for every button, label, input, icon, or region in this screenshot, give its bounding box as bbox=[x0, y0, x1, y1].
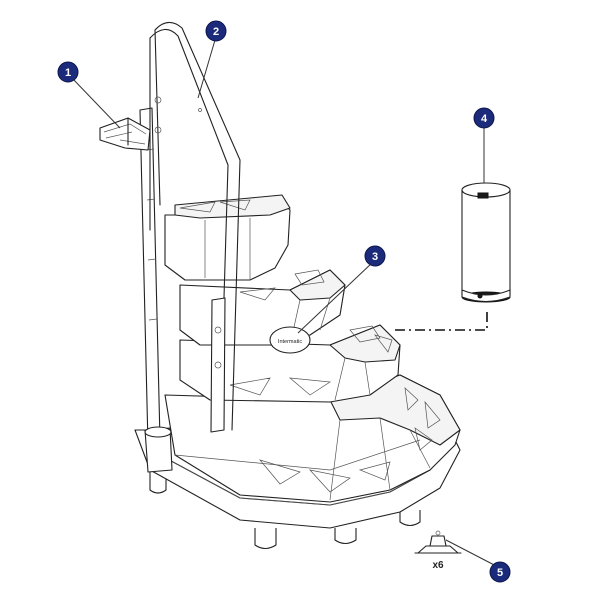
cylinder-part bbox=[461, 182, 511, 303]
callout-5: 5 bbox=[489, 561, 511, 583]
callout-3: 3 bbox=[364, 245, 386, 267]
callout-2: 2 bbox=[205, 20, 227, 42]
pool-step-assembly: Intermatic bbox=[134, 21, 461, 550]
callout-1-label: 1 bbox=[65, 67, 71, 79]
callout-2-label: 2 bbox=[213, 26, 219, 38]
callout-4: 4 bbox=[473, 107, 495, 129]
brand-mark-text: Intermatic bbox=[278, 339, 302, 345]
callout-4-label: 4 bbox=[481, 113, 488, 125]
callout-3-label: 3 bbox=[372, 251, 378, 263]
quantity-label: x6 bbox=[432, 560, 444, 571]
callout-1: 1 bbox=[57, 61, 79, 83]
leader-lines bbox=[71, 39, 501, 569]
bracket-part bbox=[99, 117, 151, 151]
brand-plate: Intermatic bbox=[269, 326, 311, 354]
callout-5-label: 5 bbox=[497, 567, 503, 579]
placement-connector bbox=[395, 308, 488, 331]
handrail bbox=[149, 21, 241, 433]
suction-foot-part: x6 bbox=[414, 530, 462, 571]
